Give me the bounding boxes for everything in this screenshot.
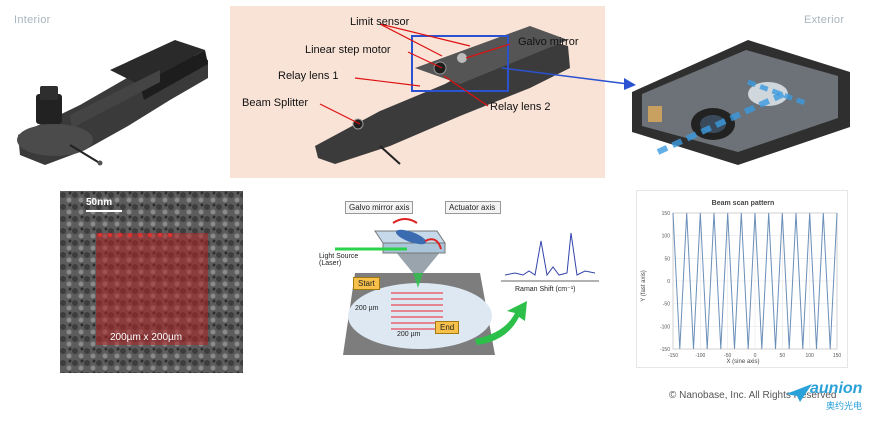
- dim-vertical-label: 200 µm: [355, 305, 379, 312]
- exterior-label: Exterior: [804, 14, 845, 26]
- dim-horizontal-label: 200 µm: [397, 331, 421, 338]
- sem-scale-label: 50nm: [86, 197, 113, 208]
- brand-logo: aunion 奥约光电: [786, 380, 886, 414]
- y-tick-label: 0: [667, 279, 670, 285]
- x-tick-label: -100: [695, 353, 705, 359]
- sem-image: 50nm 200µm x 200µm: [60, 191, 243, 373]
- brand-name-cn: 奥约光电: [826, 401, 863, 411]
- galvo-axis-label: Galvo mirror axis: [345, 201, 414, 214]
- y-tick-label: -100: [660, 324, 670, 330]
- end-marker: End: [435, 321, 460, 334]
- raman-shift-label: Raman Shift (cm⁻¹): [515, 286, 576, 293]
- copyright-text: © Nanobase, Inc. All Rights Reserved: [669, 390, 837, 401]
- x-tick-label: 100: [805, 353, 814, 359]
- chart-title: Beam scan pattern: [712, 200, 775, 207]
- start-marker: Start: [353, 277, 380, 290]
- device-exterior-image: [632, 40, 850, 165]
- brand-name: aunion: [810, 380, 863, 397]
- chart-svg: Beam scan pattern X (sine axis) Y (fast …: [641, 200, 842, 365]
- optical-layout-panel: Limit sensor Linear step motor Galvo mir…: [230, 6, 605, 178]
- chart-ylabel: Y (fast axis): [641, 270, 647, 302]
- x-tick-label: -150: [668, 353, 678, 359]
- brand-plane-icon: [786, 384, 812, 402]
- x-tick-label: 0: [754, 353, 757, 359]
- zoom-arrow: [501, 67, 636, 90]
- callout-galvo-mirror: Galvo mirror: [518, 36, 579, 48]
- chart-xlabel: X (sine axis): [726, 359, 759, 365]
- callout-relay-lens-1: Relay lens 1: [278, 70, 339, 82]
- scan-pattern-chart: Beam scan pattern X (sine axis) Y (fast …: [636, 190, 848, 368]
- raman-schematic: Galvo mirror axis Actuator axis Light So…: [315, 193, 605, 367]
- y-tick-label: 150: [662, 211, 671, 217]
- callout-linear-step-motor: Linear step motor: [305, 44, 391, 56]
- callout-limit-sensor: Limit sensor: [350, 16, 410, 28]
- interior-label: Interior: [14, 14, 51, 26]
- x-tick-label: -50: [724, 353, 731, 359]
- light-source-label: Light Source (Laser): [319, 253, 359, 267]
- x-tick-label: 50: [780, 353, 786, 359]
- y-tick-label: -150: [660, 347, 670, 353]
- callout-relay-lens-2: Relay lens 2: [490, 101, 551, 113]
- device-interior-image: [17, 40, 208, 166]
- actuator-axis-label: Actuator axis: [445, 201, 501, 214]
- y-tick-label: 100: [662, 234, 671, 240]
- scan-series-line: [672, 212, 838, 350]
- x-tick-label: 150: [833, 353, 842, 359]
- callout-beam-splitter: Beam Splitter: [242, 97, 309, 109]
- y-tick-label: -50: [663, 302, 670, 308]
- sem-area-label: 200µm x 200µm: [110, 332, 183, 343]
- y-tick-label: 50: [664, 256, 670, 262]
